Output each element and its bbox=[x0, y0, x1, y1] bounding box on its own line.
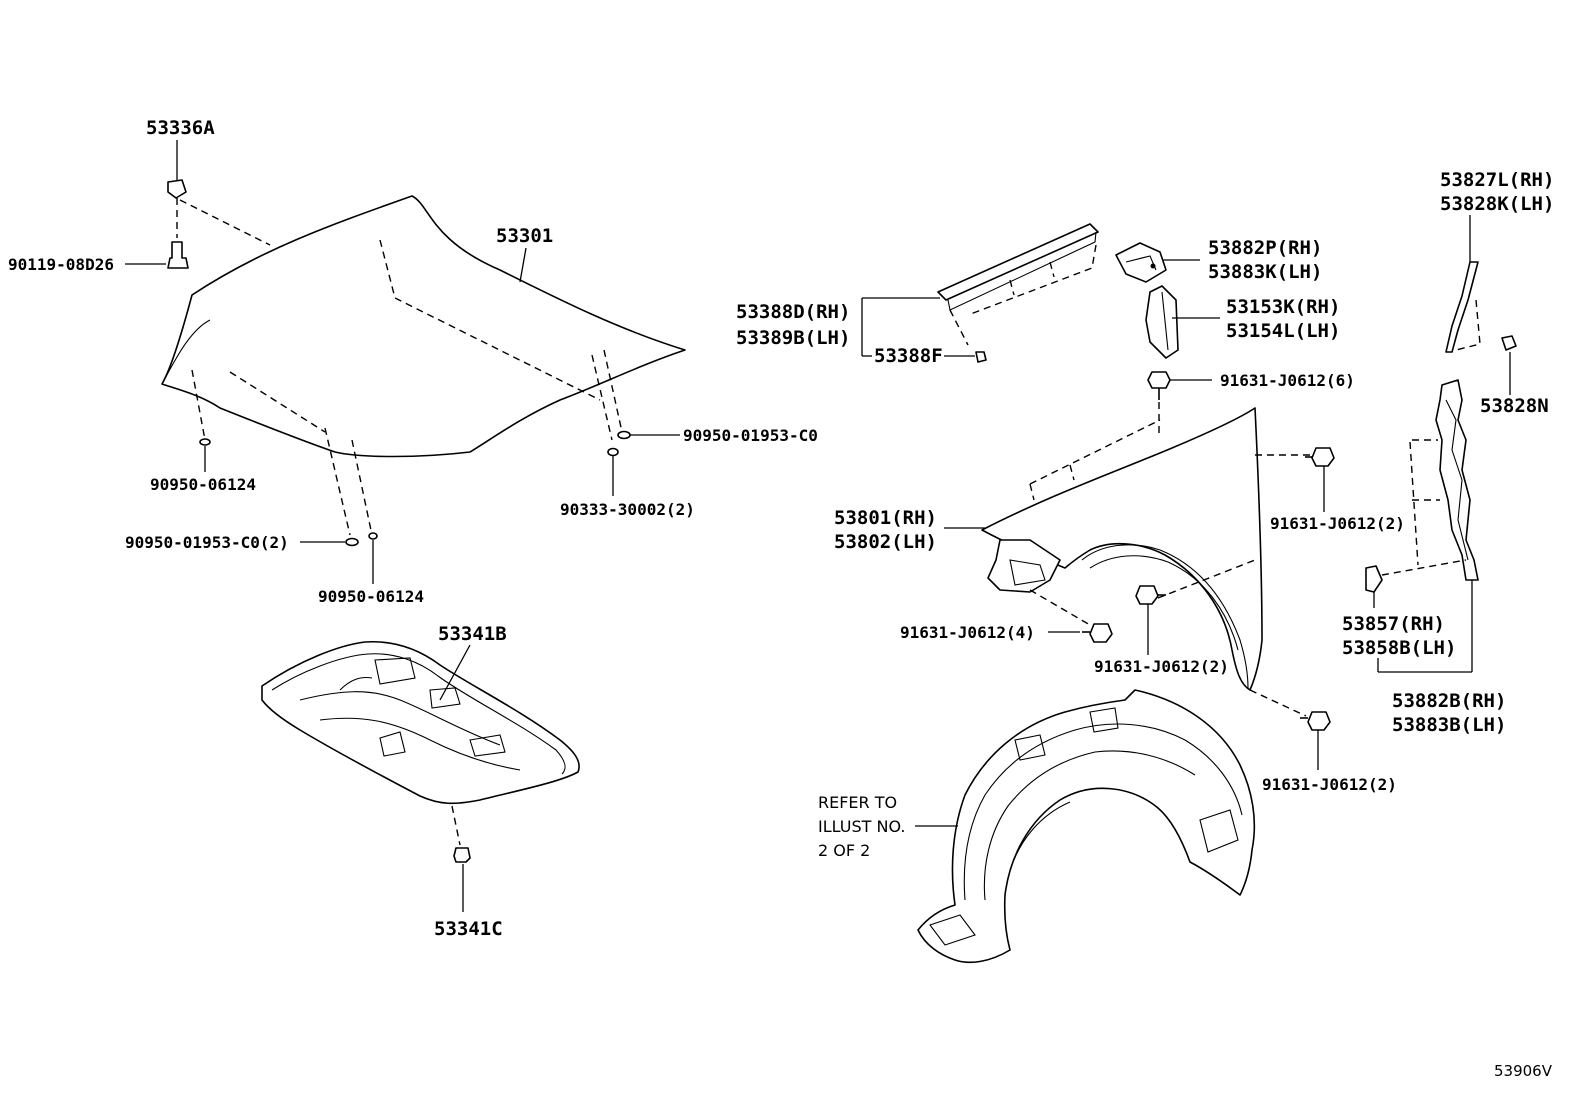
label-53388d-rh: 53388D(RH) bbox=[736, 301, 850, 323]
label-53301: 53301 bbox=[496, 225, 553, 247]
fender-liner bbox=[915, 689, 1256, 964]
label-53858b-lh: 53858B(LH) bbox=[1342, 637, 1456, 659]
label-90333-30002-2: 90333-30002(2) bbox=[560, 500, 695, 519]
label-53883k-lh: 53883K(LH) bbox=[1208, 261, 1322, 283]
label-90950-01953-c0-2: 90950-01953-C0(2) bbox=[125, 533, 289, 552]
hood-bolt-parts bbox=[125, 140, 189, 269]
fender-seal bbox=[1145, 285, 1220, 359]
part-labels: 53336A 90119-08D26 53301 90950-06124 909… bbox=[8, 117, 1554, 1080]
fender-bolts bbox=[1048, 447, 1335, 770]
label-53882p-rh: 53882P(RH) bbox=[1208, 237, 1322, 259]
label-53154l-lh: 53154L(LH) bbox=[1226, 320, 1340, 342]
label-53388f: 53388F bbox=[874, 345, 943, 367]
front-fender bbox=[944, 407, 1310, 717]
label-90950-06124-bottom: 90950-06124 bbox=[318, 587, 424, 606]
label-53336a: 53336A bbox=[146, 117, 215, 139]
label-53341c: 53341C bbox=[434, 918, 503, 940]
label-53828n: 53828N bbox=[1480, 395, 1549, 417]
label-53882b-rh: 53882B(RH) bbox=[1392, 690, 1506, 712]
label-53883b-lh: 53883B(LH) bbox=[1392, 714, 1506, 736]
hood-clips bbox=[199, 247, 680, 584]
label-53389b-lh: 53389B(LH) bbox=[736, 327, 850, 349]
hood-insulator bbox=[261, 640, 580, 912]
label-53801-rh: 53801(RH) bbox=[834, 507, 937, 529]
label-90950-06124-left: 90950-06124 bbox=[150, 475, 256, 494]
label-53827l-rh: 53827L(RH) bbox=[1440, 169, 1554, 191]
label-90119-08d26: 90119-08D26 bbox=[8, 255, 114, 274]
fender-side-seals bbox=[1365, 215, 1517, 673]
note-refer-line1: REFER TO bbox=[818, 793, 897, 812]
label-91631-j0612-6: 91631-J0612(6) bbox=[1220, 371, 1355, 390]
label-53857-rh: 53857(RH) bbox=[1342, 613, 1445, 635]
label-91631-j0612-2-b: 91631-J0612(2) bbox=[1094, 657, 1229, 676]
label-53802-lh: 53802(LH) bbox=[834, 531, 937, 553]
note-refer-line2: ILLUST NO. bbox=[818, 817, 905, 836]
label-91631-j0612-2-a: 91631-J0612(2) bbox=[1270, 514, 1405, 533]
label-91631-j0612-2-c: 91631-J0612(2) bbox=[1262, 775, 1397, 794]
label-91631-j0612-4: 91631-J0612(4) bbox=[900, 623, 1035, 642]
label-53828k-lh: 53828K(LH) bbox=[1440, 193, 1554, 215]
label-90950-01953-c0: 90950-01953-C0 bbox=[683, 426, 818, 445]
label-53341b: 53341B bbox=[438, 623, 507, 645]
fender-bracket-upper bbox=[1115, 242, 1200, 283]
note-refer-line3: 2 OF 2 bbox=[818, 841, 870, 860]
label-53153k-rh: 53153K(RH) bbox=[1226, 296, 1340, 318]
hood-panel bbox=[161, 195, 686, 536]
fender-bolt-top bbox=[1147, 371, 1212, 436]
diagram-reference-code: 53906V bbox=[1494, 1062, 1553, 1080]
windshield-seal bbox=[861, 223, 1099, 363]
